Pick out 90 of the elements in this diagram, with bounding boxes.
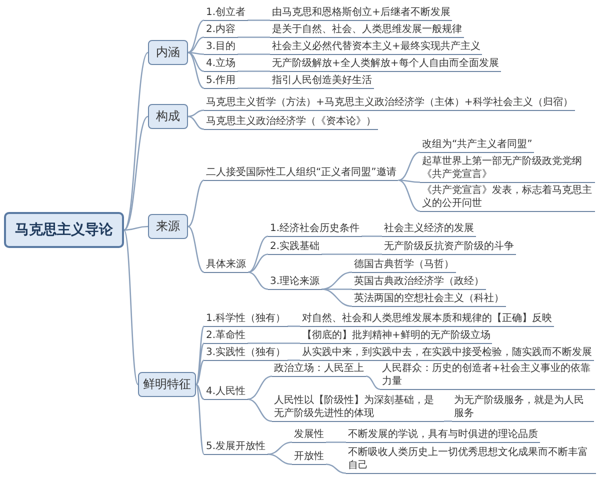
topic-label: 4.立场 <box>204 57 238 72</box>
branch-line <box>248 342 300 344</box>
topic-label: 《共产党宣言》发表，标志着马克思主义的公开问世 <box>420 184 595 212</box>
topic-label: 3.理论来源 <box>268 275 322 290</box>
topic-label: 不断吸收人类历史上一切优秀思想文化成果而不断丰富自己 <box>346 446 596 474</box>
branch-line <box>238 70 270 72</box>
topic-label: 从实践中来，到实践中去，在实践中接受检验，随实践而不断发展 <box>300 346 594 361</box>
topic-label: 社会主义必然代替资本主义+最终实现共产主义 <box>270 40 482 55</box>
branch-line <box>268 442 292 455</box>
topic-box: 构成 <box>148 104 188 129</box>
branch-line <box>322 254 382 255</box>
branch-line <box>196 326 204 385</box>
branch-line <box>398 152 420 181</box>
topic-label: 2.革命性 <box>204 329 248 344</box>
topic-label: 为无产阶级服务，就是为人民服务 <box>452 394 594 422</box>
branch-line <box>188 52 204 55</box>
topic-label: 二人接受国际性工人组织“正义者同盟”邀请 <box>204 166 398 181</box>
branch-line <box>362 236 382 237</box>
topic-label: 德国古典哲学（马哲） <box>352 258 456 273</box>
topic-box: 内涵 <box>148 40 188 65</box>
branch-line <box>444 420 452 422</box>
branch-line <box>248 20 270 21</box>
topic-label: 英法两国的空想社会主义（科社） <box>352 292 506 307</box>
branch-line <box>188 20 204 54</box>
topic-label: 指引人民创造美好生活 <box>270 74 374 89</box>
topic-label: 人民群众：历史的创造者+社会主义事业的依靠力量 <box>380 362 595 390</box>
branch-line <box>398 180 420 212</box>
topic-label: 无产阶级解放+全人类解放+每个人自由而全面发展 <box>270 57 501 72</box>
branch-line <box>322 288 352 290</box>
branch-line <box>248 236 268 273</box>
topic-label: 由马克思和恩格斯创立+后继者不断发展 <box>270 6 452 21</box>
topic-label: 英国古典政治经济学（政经） <box>352 275 486 290</box>
topic-label: 无产阶级反抗资产阶级的斗争 <box>382 240 516 255</box>
topic-label: 5.作用 <box>204 74 238 89</box>
branch-line <box>188 180 204 228</box>
branch-line <box>188 52 204 72</box>
branch-line <box>188 110 204 118</box>
topic-label: 起草世界上第一部无产阶级政党党纲《共产党宣言》 <box>420 155 595 183</box>
branch-line <box>268 454 292 465</box>
topic-label: 开放性 <box>292 450 326 465</box>
branch-line <box>124 52 148 230</box>
topic-label: 1.经济社会历史条件 <box>268 222 362 237</box>
topic-label: 【彻底的】批判精神+鲜明的无产阶级立场 <box>300 329 492 344</box>
topic-label: 马克思主义政治经济学（《资本论》） <box>204 115 378 130</box>
topic-label: 对自然、社会和人类思维发展本质和规律的【正确】反映 <box>300 312 554 327</box>
topic-label: 5.发展开放性 <box>204 440 268 455</box>
topic-label: 3.目的 <box>204 40 238 55</box>
branch-line <box>248 272 268 290</box>
branch-line <box>248 254 268 273</box>
topic-label: 改组为“共产主义者同盟” <box>420 138 534 153</box>
topic-label: 2.内容 <box>204 23 238 38</box>
branch-line <box>195 384 205 455</box>
branch-line <box>238 36 270 38</box>
topic-label: 政治立场：人民至上 <box>272 362 366 377</box>
branch-line <box>123 230 139 385</box>
topic-box: 鲜明特征 <box>138 372 196 397</box>
branch-line <box>288 360 300 361</box>
branch-line <box>188 36 204 54</box>
branch-line <box>188 52 204 89</box>
topic-label: 马克思主义哲学（方法）+马克思主义政治经济学（主体）+科学社会主义（归宿） <box>204 96 575 111</box>
branch-line <box>124 116 148 230</box>
branch-line <box>366 376 380 390</box>
branch-line <box>247 398 272 422</box>
topic-label: 人民性以【阶级性】为深刻基础，是无产阶级先进性的体现 <box>272 394 444 422</box>
branch-line <box>188 226 204 273</box>
branch-line <box>196 342 204 385</box>
branch-line <box>398 180 420 183</box>
branch-line <box>321 288 352 307</box>
topic-label: 发展性 <box>292 428 326 443</box>
topic-label: 2.实践基础 <box>268 240 322 255</box>
topic-label: 是关于自然、社会、人类思维发展一般规律 <box>270 23 464 38</box>
branch-line <box>288 326 300 327</box>
topic-label: 1.创立者 <box>204 6 248 21</box>
topic-label: 社会主义经济的发展 <box>382 222 476 237</box>
branch-line <box>124 226 148 231</box>
branch-line <box>326 442 346 443</box>
topic-label: 1.科学性（独有） <box>204 312 288 327</box>
topic-label: 具体来源 <box>204 258 248 273</box>
topic-label: 4.人民性 <box>204 385 248 400</box>
branch-line <box>326 464 346 474</box>
central-topic-box: 马克思主义导论 <box>4 212 124 248</box>
branch-line <box>238 88 270 89</box>
branch-line <box>247 376 272 400</box>
topic-box: 来源 <box>148 214 188 239</box>
topic-label: 3.实践性（独有） <box>204 346 288 361</box>
topic-label: 不断发展的学说，具有与时俱进的理论品质 <box>346 428 540 443</box>
branch-line <box>188 116 204 130</box>
branch-line <box>238 54 270 55</box>
branch-line <box>196 360 204 386</box>
branch-line <box>196 384 204 400</box>
